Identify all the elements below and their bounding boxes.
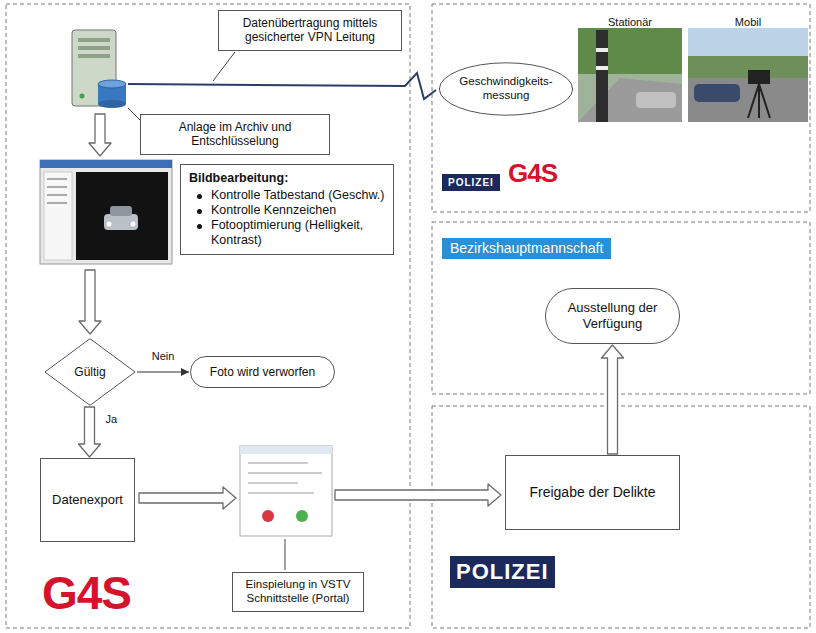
flow-arrow — [89, 114, 111, 156]
process-ellipse: Geschwindigkeits- messung — [438, 62, 574, 116]
connector — [602, 345, 624, 454]
box-heading: Bildbearbeitung: — [189, 171, 385, 186]
bullet-text: Kontrolle Kennzeichen — [211, 203, 336, 218]
node-text: Ausstellung der Verfügung — [553, 300, 672, 331]
node-text: Datenübertragung mittels gesicherter VPN… — [226, 16, 394, 45]
edge-label: Nein — [150, 346, 177, 364]
ellipse-shape — [439, 63, 572, 115]
callout-box: Anlage im Archiv und Entschlüsselung — [140, 114, 330, 155]
photo-caption-text: Mobil — [735, 16, 761, 28]
g4s-logo-text: G4S — [42, 566, 131, 620]
node-text: Gültig — [74, 365, 105, 379]
editor-screenshot — [40, 160, 172, 264]
process-box: Freigabe der Delikte — [505, 455, 680, 530]
bullet-dot — [197, 194, 202, 199]
edge-label: Ja — [104, 409, 120, 427]
process-box: Ausstellung der Verfügung — [545, 288, 680, 344]
connector — [137, 368, 189, 376]
bullet-item: Fotooptimierung (Helligkeit, Kontrast) — [197, 218, 385, 248]
diamond-shape — [45, 339, 135, 406]
terminal-box: Foto wird verworfen — [190, 356, 335, 388]
police-logo-text: POLIZEI — [450, 556, 555, 588]
leader-line — [213, 52, 235, 81]
bullet-text: Fotooptimierung (Helligkeit, Kontrast) — [211, 218, 385, 248]
authority-band: Bezirkshauptmannschaft — [442, 238, 611, 259]
flow-arrow — [335, 484, 501, 506]
node-text: Freigabe der Delikte — [529, 484, 655, 501]
vpn-line — [128, 73, 436, 99]
process-box: Datenexport — [40, 458, 135, 542]
photo-mobile — [688, 28, 808, 122]
bullet-dot — [197, 224, 202, 229]
callout-box: Datenübertragung mittels gesicherter VPN… — [218, 10, 402, 51]
region-frame — [432, 406, 810, 628]
police-logo-text: POLIZEI — [442, 174, 500, 191]
node-text: Bezirkshauptmannschaft — [450, 240, 603, 257]
flow-arrow — [139, 487, 236, 509]
g4s-logo: G4S — [42, 566, 131, 620]
node-text: Datenexport — [52, 492, 123, 508]
g4s-logo-text: G4S — [508, 158, 557, 189]
bullet-item: Kontrolle Kennzeichen — [197, 203, 385, 218]
edge-label-text: Nein — [150, 350, 177, 362]
photo-caption: Stationär — [608, 12, 652, 30]
task-box: Bildbearbeitung: Kontrolle Tatbestand (Ge… — [180, 164, 394, 255]
decision-diamond: Gültig — [44, 338, 136, 406]
hollow-arrow — [79, 407, 101, 457]
police-logo: POLIZEI — [450, 556, 555, 588]
hollow-arrow — [602, 345, 624, 454]
photo-caption: Mobil — [735, 12, 761, 30]
server-icon — [72, 30, 126, 108]
node-text: Foto wird verworfen — [210, 365, 315, 379]
region-frame — [432, 222, 810, 394]
edge-label-text: Ja — [104, 413, 120, 425]
node-text: Einspielung in VSTV Schnittstelle (Porta… — [240, 578, 356, 606]
bullet-item: Kontrolle Tatbestand (Geschw.) — [197, 188, 385, 203]
arrow-head — [181, 368, 189, 376]
region-frames — [6, 4, 810, 628]
region-frame — [432, 4, 810, 212]
leader-line — [285, 539, 286, 570]
photo-stationary — [578, 28, 682, 122]
portal-screenshot — [240, 446, 332, 536]
photo-caption-text: Stationär — [608, 16, 652, 28]
node-text: Anlage im Archiv und Entschlüsselung — [148, 120, 322, 149]
g4s-logo: G4S — [508, 158, 557, 189]
flow-arrow — [79, 270, 101, 334]
bullet-text: Kontrolle Tatbestand (Geschw.) — [211, 188, 384, 203]
node-text: Geschwindigkeits- messung — [451, 75, 561, 103]
bullet-dot — [197, 209, 202, 214]
connector — [79, 407, 101, 457]
callout-box: Einspielung in VSTV Schnittstelle (Porta… — [232, 572, 364, 612]
police-logo: POLIZEI — [442, 172, 500, 191]
region-frame — [6, 4, 410, 628]
